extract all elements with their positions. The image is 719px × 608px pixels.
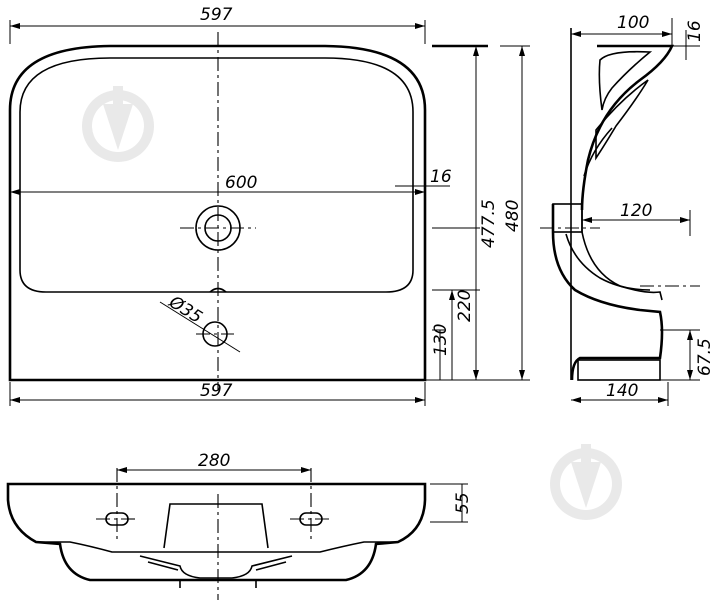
dim-top-width: 597 xyxy=(200,5,233,25)
dim-height-130: 130 xyxy=(431,324,451,356)
dim-rim-16: 16 xyxy=(430,167,452,187)
dim-side-140: 140 xyxy=(606,381,638,401)
dim-side-120: 120 xyxy=(620,201,652,221)
dim-front-55: 55 xyxy=(453,492,473,514)
dim-inner-width: 600 xyxy=(225,173,257,193)
side-view xyxy=(540,28,700,381)
top-view-dimensions: 597 600 16 477.5 480 220 130 Ø35 xyxy=(9,5,530,406)
dim-height-220: 220 xyxy=(455,290,475,322)
top-view xyxy=(8,32,488,390)
side-view-dimensions: 100 16 120 67.5 140 xyxy=(571,13,715,406)
dim-side-67-5: 67.5 xyxy=(695,338,715,376)
front-view xyxy=(6,468,427,600)
dim-front-280: 280 xyxy=(198,451,230,471)
dim-side-16: 16 xyxy=(685,20,705,42)
front-view-dimensions: 280 55 xyxy=(117,451,473,523)
dim-hole-diameter: Ø35 xyxy=(165,292,206,328)
dim-height-477-5: 477.5 xyxy=(479,199,499,248)
dim-height-480: 480 xyxy=(503,200,523,232)
dim-bottom-width: 597 xyxy=(200,381,233,401)
watermark-logo-top xyxy=(82,86,154,162)
watermark-logo-bottom xyxy=(550,444,622,520)
dim-side-100: 100 xyxy=(617,13,649,33)
